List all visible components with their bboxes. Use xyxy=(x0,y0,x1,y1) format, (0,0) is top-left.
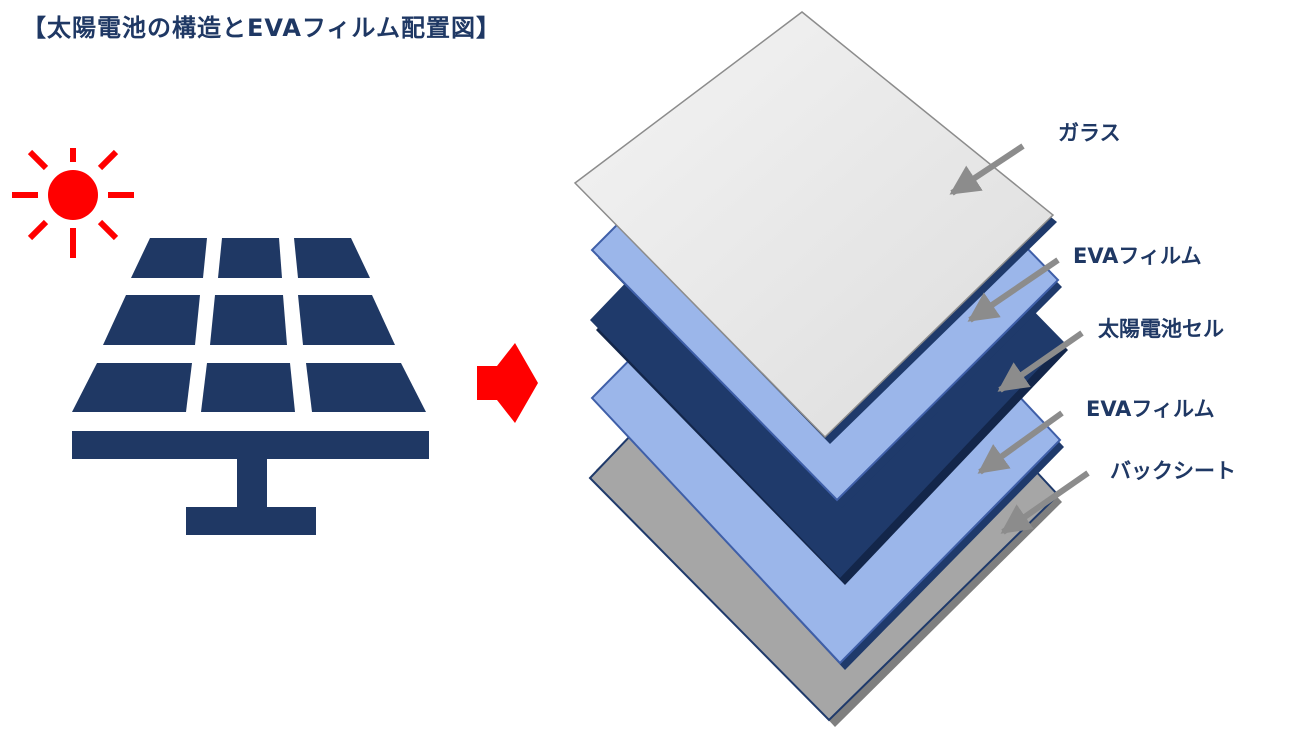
right-arrow-icon xyxy=(477,343,538,423)
layer-glass xyxy=(573,11,1057,444)
label-glass: ガラス xyxy=(1058,121,1121,145)
pointer-glass xyxy=(949,143,1025,196)
page-title: 【太陽電池の構造とEVAフィルム配置図】 xyxy=(22,14,501,42)
pointer-eva-top xyxy=(967,257,1060,323)
solar-panel-icon xyxy=(72,238,429,535)
pointer-arrows xyxy=(949,143,1090,535)
pointer-eva-bottom xyxy=(977,410,1064,475)
label-solar-cell: 太陽電池セル xyxy=(1098,317,1224,341)
pointer-backsheet xyxy=(1000,470,1090,535)
pointer-solar-cell xyxy=(997,330,1084,393)
label-eva-top: EVAフィルム xyxy=(1073,244,1202,268)
label-backsheet: バックシート xyxy=(1110,459,1236,483)
sun-icon xyxy=(12,148,134,258)
layer-stack xyxy=(573,11,1068,727)
label-eva-bottom: EVAフィルム xyxy=(1086,397,1215,421)
